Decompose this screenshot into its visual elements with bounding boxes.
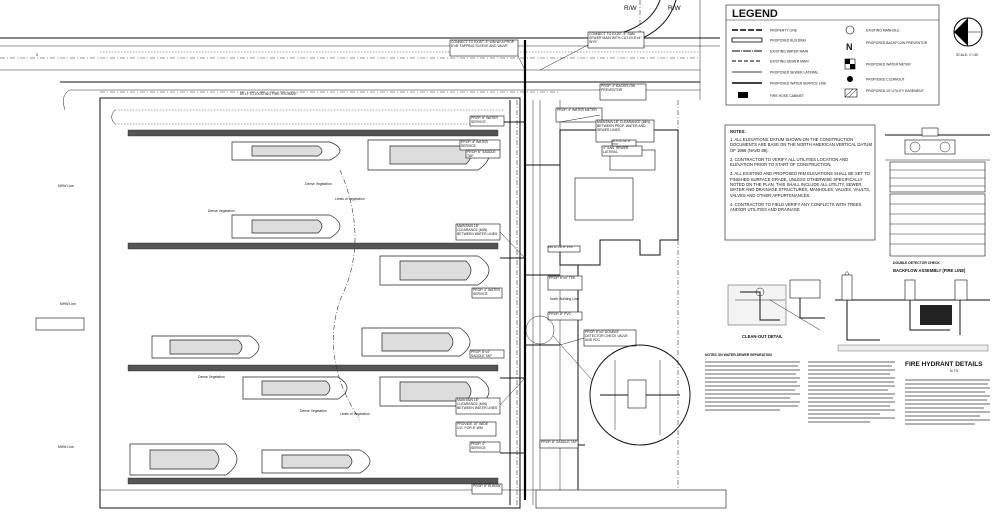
boat-2	[367, 139, 490, 171]
boat-7	[242, 376, 348, 400]
enlarged-detail-circle	[525, 315, 691, 446]
boat-1	[231, 141, 341, 161]
boat-6	[361, 327, 471, 357]
water-meter-icon	[844, 58, 856, 70]
boat-4	[379, 255, 490, 286]
scale-label: SCALE: 1"=30'	[956, 53, 979, 57]
fire-hydrant-detail: FIRE HYDRANT DETAILS N.T.S.	[835, 271, 990, 373]
legend-item-property-line: PROPERTY LINE	[770, 29, 798, 33]
notes-title: NOTES:	[730, 129, 746, 134]
callout-saddle-tap-3: PROP. 8" SADDLE TAP	[541, 440, 577, 444]
callout-group: CONNECT TO EXIST. 8" WM W/ A PROP. 8"x8"…	[449, 31, 655, 495]
callout-connect-wm: CONNECT TO EXIST. 8" WM W/ A PROP. 8"x8"…	[451, 40, 515, 48]
notes-panel: NOTES: 1. ALL ELEVATIONS DATUM SHOWN ON …	[724, 124, 876, 241]
utility-corridor	[500, 40, 679, 505]
vegetation-label-3: Dense Vegetation	[198, 375, 225, 379]
callout-service-4: PROP. 4" SERVICE	[471, 442, 486, 450]
station-label: 5	[36, 53, 38, 57]
north-building-line-label: North Building Line	[550, 297, 579, 301]
boat-3	[231, 214, 341, 239]
fire-line-callout: 85 LF TO EXISTING FIRE HYDRANT	[240, 92, 297, 96]
callout-water-service-4b: PROP. 4" WATER SERVICE	[473, 288, 500, 296]
boat-group	[129, 139, 490, 476]
utility-easement-icon	[844, 88, 858, 98]
vegetation-label-2: Dense Vegetation	[208, 209, 235, 213]
callout-pvc-150: 150 LF OF 8" PVC	[548, 246, 573, 249]
property-boundary: 85 LF TO EXISTING FIRE HYDRANT	[99, 91, 560, 509]
legend-item-proposed-building: PROPOSED BUILDING	[770, 39, 807, 43]
callout-clearance-3: MAINTAIN 18" CLEARANCE (MIN) BETWEEN WAT…	[457, 398, 498, 410]
proposed-building	[100, 129, 727, 509]
boat-9	[129, 443, 238, 476]
legend-item-existing-sewer-main: EXISTING SEWER MAIN	[770, 60, 809, 64]
callout-clearance-1: MAINTAIN 18" CLEARANCE (MIN) BETWEEN PRO…	[597, 120, 650, 132]
callout-connect-sewer: CONNECT TO EXIST. 8" SAN. SEWER MAIN WIT…	[589, 32, 642, 44]
dock-3	[127, 364, 499, 372]
callout-double-detector: PROP. 8"x4" DOUBLE DETECTOR CHECK VALVE …	[585, 330, 628, 342]
site-labels: Dense Vegetation Dense Vegetation Dense …	[58, 182, 579, 449]
callout-saddle-tap-1: PROP. 8" SADDLE TAP	[467, 150, 496, 158]
legend-title: LEGEND	[732, 8, 778, 20]
backflow-assembly-title: BACKFLOW ASSEMBLY (FIRE LINE)	[893, 268, 966, 273]
callout-water-service-4a: PROP. 4" WATER SERVICE	[461, 140, 488, 148]
double-detector-title: DOUBLE DETECTOR CHECK	[893, 261, 940, 265]
callout-utility-easement: PROVIDE 10" WIDE U.E. FOR 8" WM	[457, 422, 488, 430]
cleanout-title: CLEAN-OUT DETAIL	[742, 334, 783, 339]
title-block-stub	[35, 317, 85, 331]
callout-water-meter: PROP. 4" WATER METER	[557, 108, 597, 112]
legend-item-water-service-line: PROPOSED WATER SERVICE LINE	[770, 82, 827, 86]
north-arrow: SCALE: 1"=30'	[953, 17, 983, 57]
legend-item-backflow-preventor: PROPOSED BACKFLOW PREVENTOR	[866, 41, 928, 45]
callout-tee: PROP. 8"x4" TEE	[549, 276, 576, 280]
fire-hydrant-nts: N.T.S.	[950, 369, 959, 373]
cleanout-icon	[847, 76, 853, 82]
backflow-preventor-icon: N	[846, 42, 853, 52]
vegetation-label-1: Dense Vegetation	[305, 182, 332, 186]
note-3: 3. ALL EXISTING AND PROPOSED RIM ELEVATI…	[730, 171, 871, 198]
dock-1	[127, 129, 499, 137]
callout-water-service-8: PROP. 8" WATER SERVICE	[471, 116, 498, 124]
legend-item-proposed-sewer-lateral: PROPOSED SEWER LATERAL	[770, 71, 818, 75]
legend-item-existing-manhole: EXISTING MANHOLE	[866, 29, 900, 33]
row-label-right: R/W	[668, 5, 682, 12]
legend-item-water-meter: PROPOSED WATER METER	[866, 63, 911, 67]
legend-item-cleanout: PROPOSED CLEANOUT	[866, 78, 905, 82]
legend: LEGEND PROPERTY LINE PROPOSED BUILDING E…	[725, 4, 940, 106]
limits-label-2: Limits of Vegetation	[340, 412, 370, 416]
vegetation-label-4: Dense Vegetation	[300, 409, 327, 413]
note-4: 4. CONTRACTOR TO FIELD VERIFY ANY CONFLI…	[730, 201, 862, 213]
callout-sewer-lateral: 4" SAN. SEWER LATERAL	[603, 146, 629, 154]
dock-2	[127, 242, 499, 250]
legend-item-existing-water-main: EXISTING WATER MAIN	[770, 50, 809, 54]
mhw-label-1: MHW Line	[58, 184, 74, 188]
fire-hydrant-title: FIRE HYDRANT DETAILS	[905, 361, 983, 368]
bulkhead-strip	[535, 489, 727, 509]
callout-backflow: PROP. 4" BACKFLOW PREVENTOR	[601, 84, 636, 92]
callout-elbow: PROP. 8" ELBOW	[473, 484, 501, 488]
dock-group	[127, 129, 499, 485]
boat-5	[151, 335, 260, 359]
callout-clearance-2: MAINTAIN 18" CLEARANCE (MIN) BETWEEN WAT…	[457, 224, 498, 236]
mhw-label-3: MHW Line	[58, 445, 74, 449]
separation-notes: NOTES ON WATER-SEWER SEPARATION	[705, 353, 990, 425]
manhole-icon	[845, 25, 855, 35]
note-2: 2. CONTRACTOR TO VERIFY ALL UTILITIES LO…	[730, 156, 849, 168]
boat-10	[261, 449, 371, 474]
callout-pvc-8: PROP. 8" PVC	[549, 312, 572, 316]
limits-of-vegetation-line	[333, 169, 361, 421]
separation-title: NOTES ON WATER-SEWER SEPARATION	[705, 353, 772, 357]
double-detector-detail: DOUBLE DETECTOR CHECK BACKFLOW ASSEMBLY …	[885, 127, 990, 273]
limits-label-1: Limits of Vegetation	[335, 197, 365, 201]
legend-item-utility-easement: PROPOSED 10' UTILITY EASEMENT	[866, 89, 924, 93]
legend-item-fire-hose-cabinet: FIRE HOSE CABINET	[770, 94, 804, 98]
mhw-label-2: MHW Line	[60, 302, 76, 306]
note-1: 1. ALL ELEVATIONS DATUM SHOWN ON THE CON…	[730, 137, 872, 153]
callout-pvc-22: 22.5 LF OF 8" PVC	[612, 140, 631, 146]
row-label-left: R/W	[624, 5, 638, 12]
cleanout-detail: CLEAN-OUT DETAIL	[727, 279, 825, 339]
callout-saddle-tap-2: PROP. 8"x4" SADDLE TAP	[471, 350, 492, 358]
dock-4	[127, 477, 499, 485]
